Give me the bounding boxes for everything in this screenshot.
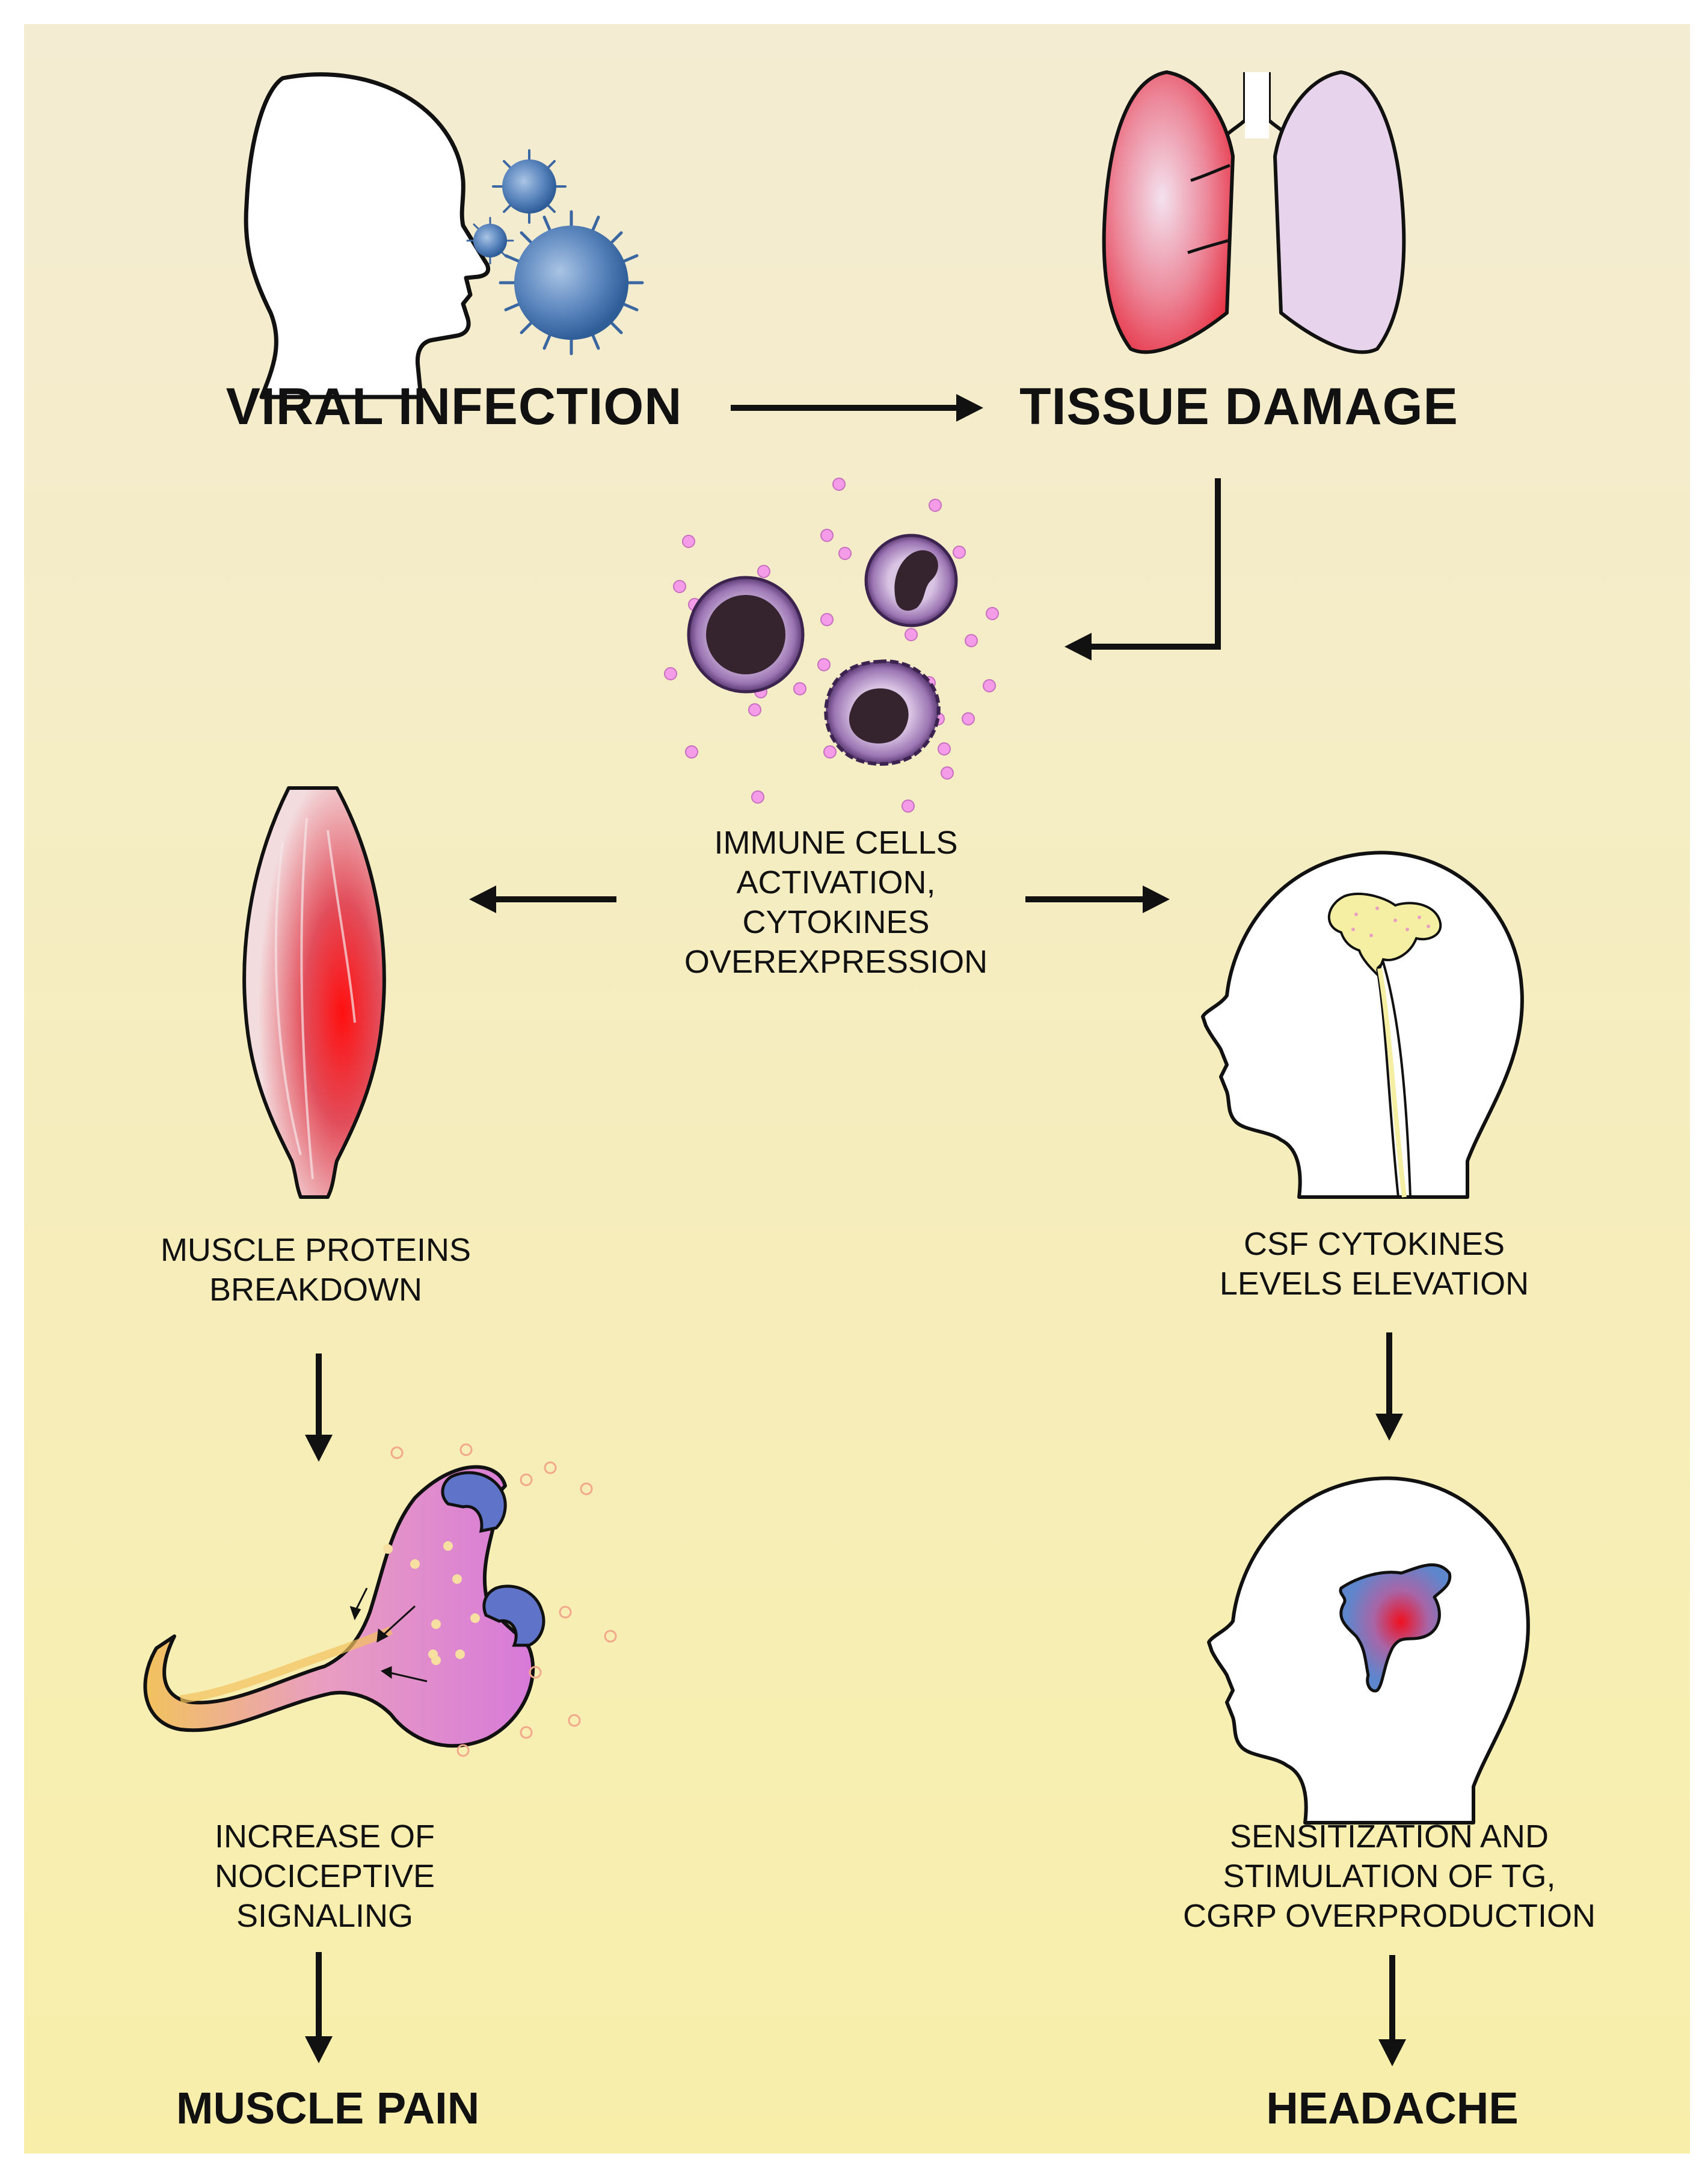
head-brain-icon	[1201, 851, 1524, 1199]
flow-arrow-immune-to-brain	[1025, 885, 1170, 913]
flow-arrow-tg-to-headache	[1378, 1955, 1406, 2066]
label-immune-cells: IMMUNE CELLS ACTIVATION, CYTOKINES OVERE…	[684, 823, 988, 982]
label-muscle-pain: MUSCLE PAIN	[176, 2083, 480, 2133]
virus-icon	[466, 149, 644, 356]
tg-line-1: SENSITIZATION AND	[1229, 1818, 1549, 1855]
pain-signal-arrows	[349, 1587, 428, 1683]
immune-line-2: ACTIVATION,	[736, 864, 936, 901]
immune-line-1: IMMUNE CELLS	[714, 825, 958, 861]
flow-arrow-viral-to-tissue	[731, 394, 983, 422]
flow-arrow-muscle-to-noci	[305, 1353, 333, 1462]
head-trigeminal-icon	[1207, 1476, 1530, 1824]
noci-line-3: SIGNALING	[236, 1898, 414, 1934]
label-csf-cytokines: CSF CYTOKINES LEVELS ELEVATION	[1220, 1224, 1529, 1304]
immune-line-3: CYTOKINES	[742, 904, 930, 940]
lungs-icon	[1102, 70, 1406, 354]
label-viral-infection: VIRAL INFECTION	[226, 378, 683, 436]
receptor-shapes	[441, 1471, 545, 1647]
tg-line-2: STIMULATION OF TG,	[1223, 1858, 1556, 1894]
label-tissue-damage: TISSUE DAMAGE	[1019, 378, 1458, 436]
lymphocyte-cell	[687, 576, 805, 694]
label-muscle-proteins: MUSCLE PROTEINS BREAKDOWN	[161, 1230, 471, 1310]
macrophage-cell	[824, 659, 941, 766]
noci-line-2: NOCICEPTIVE	[214, 1858, 435, 1894]
csf-line-2: LEVELS ELEVATION	[1219, 1266, 1529, 1302]
flow-arrow-immune-to-muscle	[469, 885, 616, 913]
flow-arrow-csf-to-tg	[1375, 1332, 1403, 1441]
muscle-line-2: BREAKDOWN	[209, 1272, 423, 1308]
flow-arrow-noci-to-pain	[305, 1952, 333, 2063]
muscle-icon	[242, 786, 386, 1199]
nociceptor-neuron-icon	[143, 1443, 617, 1757]
head-exhaling-icon	[244, 72, 491, 399]
immune-line-4: OVEREXPRESSION	[684, 944, 988, 980]
immune-cells-icon	[664, 478, 999, 813]
label-nociceptive: INCREASE OF NOCICEPTIVE SIGNALING	[215, 1817, 435, 1936]
signal-dots	[383, 1541, 480, 1665]
neutrophil-cell	[864, 534, 958, 627]
csf-line-1: CSF CYTOKINES	[1243, 1226, 1505, 1262]
tg-line-3: CGRP OVERPRODUCTION	[1182, 1898, 1596, 1934]
external-dots	[390, 1443, 617, 1757]
label-headache: HEADACHE	[1266, 2083, 1519, 2133]
flow-arrow-tissue-to-immune	[1064, 478, 1221, 660]
muscle-line-1: MUSCLE PROTEINS	[160, 1232, 472, 1268]
noci-line-1: INCREASE OF	[214, 1818, 435, 1855]
label-sensitization: SENSITIZATION AND STIMULATION OF TG, CGR…	[1183, 1817, 1596, 1936]
